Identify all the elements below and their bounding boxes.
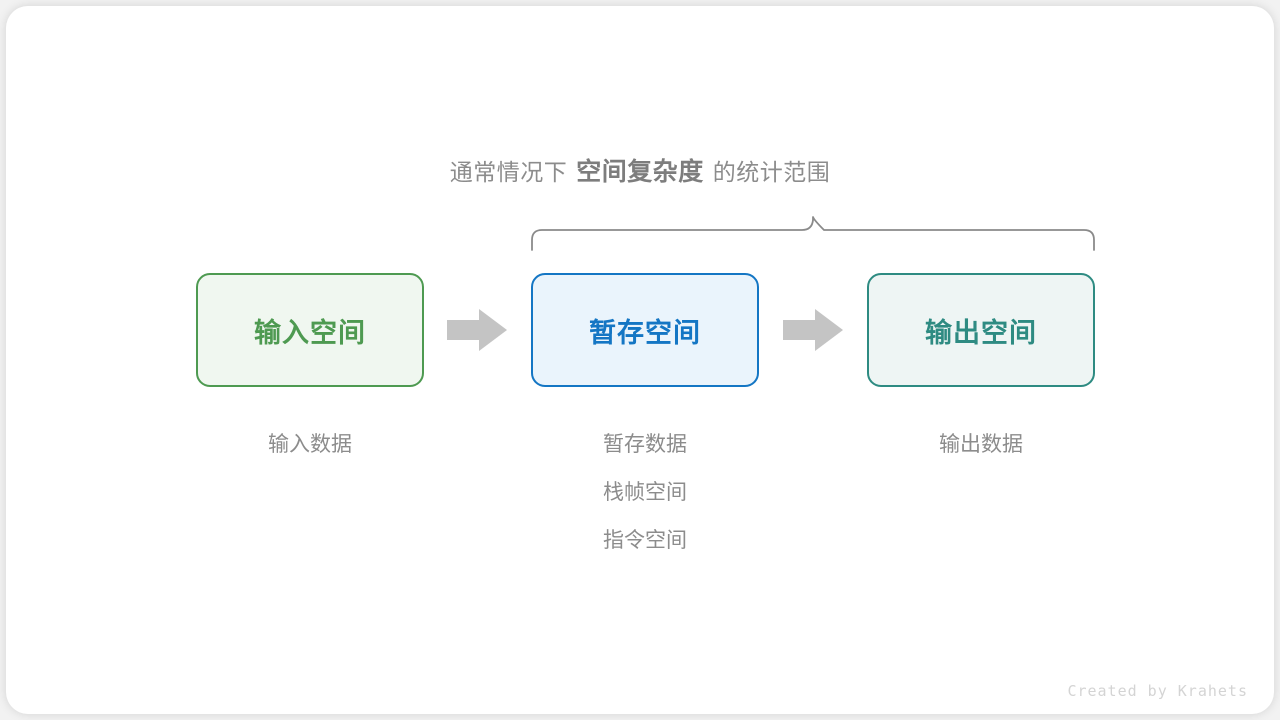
scope-heading: 通常情况下空间复杂度的统计范围 (6, 154, 1274, 190)
box-input-space[interactable]: 输入空间 (196, 273, 424, 387)
box-output-space-label: 输出空间 (925, 317, 1037, 348)
caption-temp-space: 暂存数据 栈帧空间 指令空间 (531, 421, 759, 565)
caption-input-space: 输入数据 (196, 421, 424, 469)
watermark-credit: Created by Krahets (1067, 682, 1248, 700)
box-temp-space-label: 暂存空间 (589, 317, 701, 348)
box-output-space[interactable]: 输出空间 (867, 273, 1095, 387)
box-input-space-label: 输入空间 (254, 317, 366, 348)
box-temp-space[interactable]: 暂存空间 (531, 273, 759, 387)
right-arrow-glyph (447, 309, 507, 351)
caption-line: 暂存数据 (603, 433, 687, 456)
caption-line: 栈帧空间 (603, 481, 687, 504)
diagram-card: 通常情况下空间复杂度的统计范围 输入空间 暂存空间 输出空间 (6, 6, 1274, 714)
caption-line: 输入数据 (268, 433, 352, 456)
heading-prefix: 通常情况下 (449, 159, 568, 185)
right-arrow-glyph (783, 309, 843, 351)
caption-output-space: 输出数据 (867, 421, 1095, 469)
brace-icon (531, 216, 1095, 251)
scope-brace (521, 204, 1111, 256)
heading-suffix: 的统计范围 (712, 159, 831, 185)
heading-emphasis: 空间复杂度 (576, 158, 704, 186)
right-arrow-icon (783, 309, 843, 351)
right-arrow-icon (447, 309, 507, 351)
caption-line: 输出数据 (939, 433, 1023, 456)
caption-line: 指令空间 (603, 529, 687, 552)
